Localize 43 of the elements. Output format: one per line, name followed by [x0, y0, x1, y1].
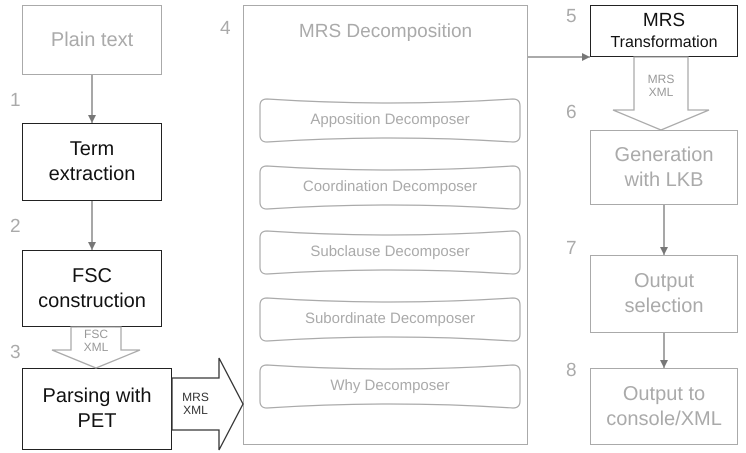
node-label: MRS Decomposition [298, 20, 472, 44]
process-box [590, 130, 738, 205]
node-label: Output selection [624, 269, 704, 319]
arrow [660, 333, 668, 368]
node-label: Output to console/XML [606, 382, 722, 432]
process-box [22, 123, 162, 201]
process-box [590, 368, 738, 445]
arrow [528, 53, 590, 61]
step-number: 1 [10, 90, 21, 112]
drum-box [259, 364, 521, 409]
node-label: FSC construction [38, 264, 146, 314]
process-box [22, 250, 162, 327]
node-label: Generation with LKB [614, 142, 714, 192]
drum-box [259, 297, 521, 342]
process-box [22, 5, 162, 75]
step-number: 8 [566, 360, 577, 382]
drum-box [259, 98, 521, 143]
arrow [660, 205, 668, 255]
node-label: Parsing with PET [42, 384, 152, 434]
process-box [22, 368, 172, 450]
edge-label: FSC XML [77, 327, 115, 354]
step-number: 5 [566, 6, 577, 28]
node-label: Why Decomposer [330, 377, 450, 396]
group-box [243, 5, 528, 445]
arrow [88, 75, 96, 123]
node-label: Transformation [610, 32, 718, 53]
node-label: Subclause Decomposer [310, 243, 470, 262]
node-label: Subordinate Decomposer [304, 310, 476, 329]
node-label: Apposition Decomposer [310, 111, 470, 130]
node-label: Plain text [50, 28, 134, 52]
step-number: 3 [10, 342, 21, 364]
drum-box [259, 165, 521, 210]
step-number: 7 [566, 238, 577, 260]
node-label: Coordination Decomposer [302, 178, 478, 197]
step-number: 4 [220, 18, 231, 40]
drum-box [259, 230, 521, 275]
step-number: 6 [566, 102, 577, 124]
process-box [590, 5, 738, 57]
step-number: 2 [10, 216, 21, 238]
node-label: Term extraction [48, 137, 136, 187]
node-label: MRS [642, 9, 686, 33]
arrow [88, 201, 96, 250]
process-box [590, 255, 738, 333]
